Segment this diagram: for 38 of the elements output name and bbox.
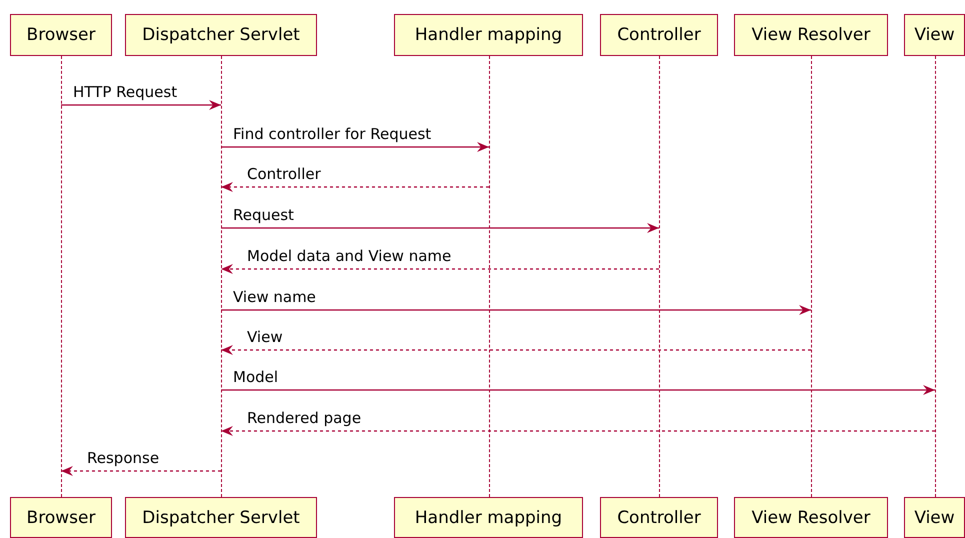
- participant-box: Controller: [600, 497, 718, 538]
- message-label: Model data and View name: [247, 247, 452, 265]
- message-arrow: [221, 223, 659, 233]
- message-label: View name: [233, 288, 316, 306]
- message-label: HTTP Request: [73, 83, 178, 101]
- participant-box: View Resolver: [734, 497, 888, 538]
- lifeline: [61, 56, 62, 497]
- message-label: Rendered page: [247, 409, 362, 427]
- return-arrow: [221, 345, 811, 355]
- message-arrow: [61, 100, 221, 110]
- participant-box: Dispatcher Servlet: [125, 14, 317, 56]
- lifeline: [659, 56, 660, 497]
- return-arrow: [221, 426, 935, 436]
- participant-box: View Resolver: [734, 14, 888, 56]
- participant-box: Browser: [10, 14, 112, 56]
- return-arrow: [221, 182, 489, 192]
- return-arrow: [61, 466, 221, 476]
- participant-box: Handler mapping: [394, 497, 583, 538]
- participant-box: Browser: [10, 497, 112, 538]
- message-arrow: [221, 385, 935, 395]
- message-label: Controller: [247, 165, 321, 183]
- lifeline: [935, 56, 936, 497]
- message-label: View: [247, 328, 283, 346]
- message-label: Response: [87, 449, 160, 467]
- message-arrow: [221, 142, 489, 152]
- lifeline: [489, 56, 490, 497]
- participant-box: Controller: [600, 14, 718, 56]
- message-label: Find controller for Request: [233, 125, 432, 143]
- participant-box: View: [904, 14, 965, 56]
- message-label: Request: [233, 206, 294, 224]
- lifeline: [221, 56, 222, 497]
- participant-box: Handler mapping: [394, 14, 583, 56]
- return-arrow: [221, 264, 659, 274]
- message-arrow: [221, 305, 811, 315]
- participant-box: View: [904, 497, 965, 538]
- participant-box: Dispatcher Servlet: [125, 497, 317, 538]
- lifeline: [811, 56, 812, 497]
- message-label: Model: [233, 368, 278, 386]
